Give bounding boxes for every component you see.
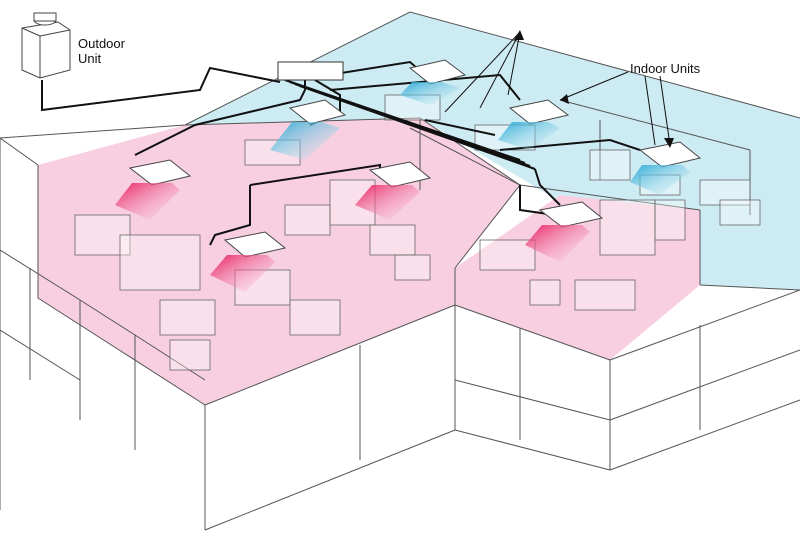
indoor-unit-heat-4 <box>525 201 604 262</box>
leader-arrowheads <box>514 30 674 148</box>
indoor-unit-cool-1 <box>270 99 347 160</box>
indoor-units-label: Indoor Units <box>630 61 701 76</box>
outdoor-unit-label-line2: Unit <box>78 51 102 66</box>
indoor-units-leader-lines <box>444 31 671 146</box>
indoor-unit-cool-3 <box>498 99 570 150</box>
branch-controller <box>277 61 344 81</box>
office-furniture <box>74 94 761 371</box>
indoor-unit-cool-2 <box>400 59 467 105</box>
outdoor-unit-label-line1: Outdoor <box>78 36 125 51</box>
indoor-unit-heat-2 <box>210 231 287 292</box>
indoor-unit-heat-3 <box>355 161 432 220</box>
outdoor-unit <box>21 12 71 79</box>
outdoor-unit-label: Outdoor Unit <box>78 36 148 66</box>
indoor-unit-cool-4 <box>630 141 702 195</box>
indoor-unit-heat-1 <box>115 159 192 220</box>
